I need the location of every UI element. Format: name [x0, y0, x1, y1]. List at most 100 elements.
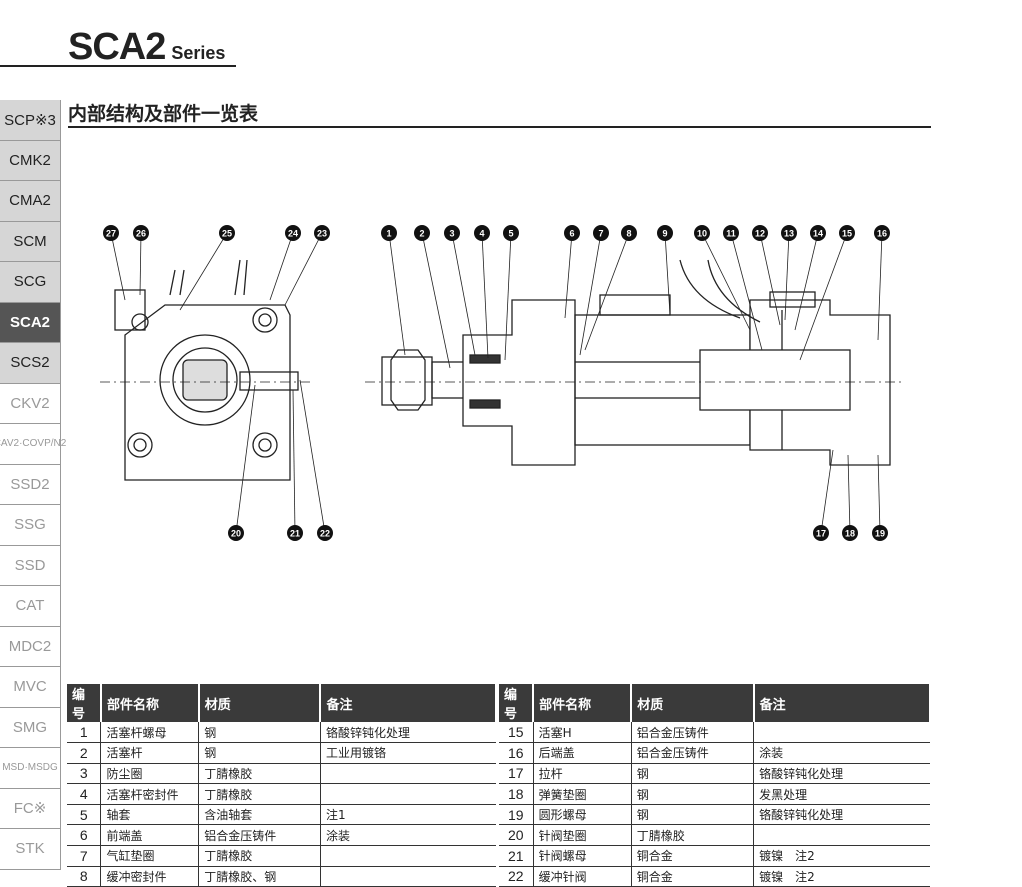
callout-15: 15: [799, 225, 855, 361]
callout-number: 9: [662, 229, 667, 239]
callout-marker: [444, 225, 460, 241]
part-name: 气缸垫圈: [100, 845, 200, 867]
title-rule: [0, 65, 236, 67]
material: 铜合金: [631, 845, 755, 867]
leader-line: [847, 454, 851, 534]
sidebar-item-cma2[interactable]: CMA2: [0, 181, 61, 222]
callout-number: 19: [875, 529, 885, 539]
leader-line: [759, 232, 781, 326]
heading-rule: [68, 126, 931, 128]
leader-line: [504, 232, 512, 361]
sidebar-item-mdc2[interactable]: MDC2: [0, 626, 61, 667]
sidebar-item-scg[interactable]: SCG: [0, 262, 61, 303]
callout-marker: [723, 225, 739, 241]
sidebar-item-fc-[interactable]: FC※: [0, 788, 61, 829]
column-header: 编号: [499, 684, 535, 722]
material: 钢: [198, 722, 321, 744]
sidebar-item-ckv2[interactable]: CKV2: [0, 383, 61, 424]
part-number: 21: [499, 845, 534, 867]
callout-20: 20: [228, 384, 256, 541]
leader-line: [820, 449, 834, 534]
sidebar-item-ssd[interactable]: SSD: [0, 545, 61, 586]
leader-line: [292, 389, 296, 534]
callout-marker: [874, 225, 890, 241]
sidebar-item-cmk2[interactable]: CMK2: [0, 140, 61, 181]
callout-number: 16: [877, 229, 887, 239]
remarks: 涂装: [320, 824, 496, 847]
remarks: 涂装: [753, 742, 930, 764]
callout-number: 23: [317, 229, 327, 239]
part-name: 针阀垫圈: [533, 824, 632, 847]
callout-number: 6: [569, 229, 574, 239]
callout-number: 10: [697, 229, 707, 239]
sidebar-item-ssd2[interactable]: SSD2: [0, 464, 61, 505]
material: 含油轴套: [198, 804, 321, 826]
material: 钢: [631, 763, 755, 785]
leader-line: [139, 232, 142, 296]
remarks: [320, 783, 496, 805]
sidebar-item-msd-msdg[interactable]: MSD·MSDG: [0, 748, 61, 789]
part-number: 22: [499, 866, 534, 887]
sidebar-item-smg[interactable]: SMG: [0, 707, 61, 748]
material: 铝合金压铸件: [631, 742, 755, 764]
remarks: 镀镍 注2: [753, 845, 930, 867]
sidebar-item-cav2-covp-n2[interactable]: CAV2·COVP/N2: [0, 424, 66, 465]
material: 铝合金压铸件: [198, 824, 321, 847]
callout-marker: [621, 225, 637, 241]
leader-line: [794, 232, 819, 331]
sidebar-item-cat[interactable]: CAT: [0, 586, 61, 627]
sidebar-item-scm[interactable]: SCM: [0, 221, 61, 262]
sidebar-item-scs2[interactable]: SCS2: [0, 343, 61, 384]
part-number: 19: [499, 804, 534, 826]
part-number: 7: [67, 845, 102, 867]
leader-line: [481, 232, 489, 359]
sidebar-item-ssg[interactable]: SSG: [0, 505, 61, 546]
callout-number: 25: [222, 229, 232, 239]
material: 钢: [198, 742, 321, 764]
callout-12: 12: [752, 225, 781, 326]
end-view: [114, 259, 299, 481]
callout-3: 3: [444, 225, 476, 356]
sidebar-item-stk[interactable]: STK: [0, 829, 61, 870]
part-number: 2: [67, 742, 102, 764]
callout-25: 25: [179, 225, 235, 311]
section-heading: 内部结构及部件一览表: [68, 103, 259, 125]
part-number: 5: [67, 804, 102, 826]
callout-marker: [564, 225, 580, 241]
material: 丁腈橡胶: [198, 783, 321, 805]
callout-marker: [694, 225, 710, 241]
part-number: 17: [499, 763, 534, 785]
column-header: 备注: [320, 684, 497, 722]
part-number: 8: [67, 866, 102, 887]
callout-marker: [781, 225, 797, 241]
callout-24: 24: [269, 225, 301, 301]
leader-line: [564, 232, 573, 319]
sidebar-item-sca2[interactable]: SCA2: [0, 302, 61, 343]
part-name: 活塞杆密封件: [100, 783, 200, 805]
sidebar-item-scp-3[interactable]: SCP※3: [0, 100, 61, 141]
material: 铝合金压铸件: [631, 722, 755, 744]
callout-number: 7: [598, 229, 603, 239]
callout-marker: [317, 525, 333, 541]
callout-number: 14: [813, 229, 823, 239]
remarks: [320, 866, 496, 887]
part-name: 防尘圈: [100, 763, 200, 785]
leader-line: [664, 232, 671, 316]
remarks: 铬酸锌钝化处理: [753, 804, 930, 826]
part-name: 活塞杆螺母: [100, 722, 200, 744]
callout-number: 18: [845, 529, 855, 539]
material: 丁腈橡胶: [198, 763, 321, 785]
callout-16: 16: [874, 225, 890, 341]
part-name: 针阀螺母: [533, 845, 632, 867]
sidebar-item-mvc[interactable]: MVC: [0, 667, 61, 708]
